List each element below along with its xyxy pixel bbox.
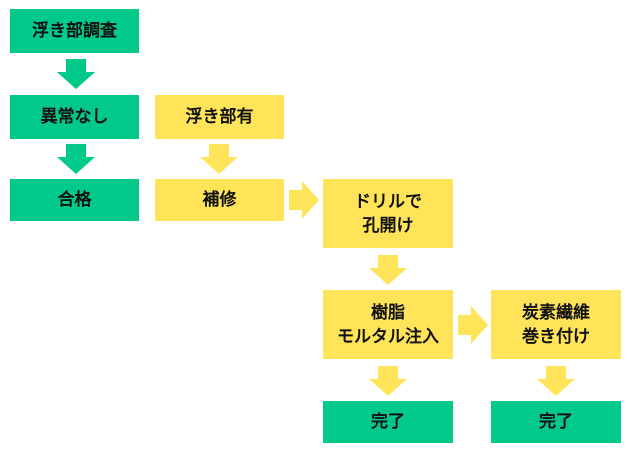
node-pass: 合格 bbox=[10, 179, 139, 221]
arrow-right-icon bbox=[458, 306, 488, 344]
node-complete-carbon: 完了 bbox=[491, 401, 621, 443]
arrow-down-icon bbox=[537, 366, 575, 396]
node-drill: ドリルで 孔開け bbox=[323, 179, 453, 248]
arrow-down-icon bbox=[57, 144, 95, 174]
node-resin-injection: 樹脂 モルタル注入 bbox=[323, 290, 453, 359]
node-no-abnormality: 異常なし bbox=[10, 95, 139, 139]
arrow-down-icon bbox=[369, 255, 407, 285]
arrow-right-icon bbox=[289, 181, 319, 219]
node-floating-present: 浮き部有 bbox=[155, 95, 284, 139]
arrow-down-icon bbox=[369, 366, 407, 396]
node-complete-resin: 完了 bbox=[323, 401, 453, 443]
arrow-down-icon bbox=[57, 59, 95, 89]
node-repair: 補修 bbox=[155, 179, 284, 221]
node-carbon-fiber: 炭素繊維 巻き付け bbox=[491, 290, 621, 359]
arrow-down-icon bbox=[200, 144, 238, 174]
node-floating-survey: 浮き部調査 bbox=[10, 9, 139, 53]
